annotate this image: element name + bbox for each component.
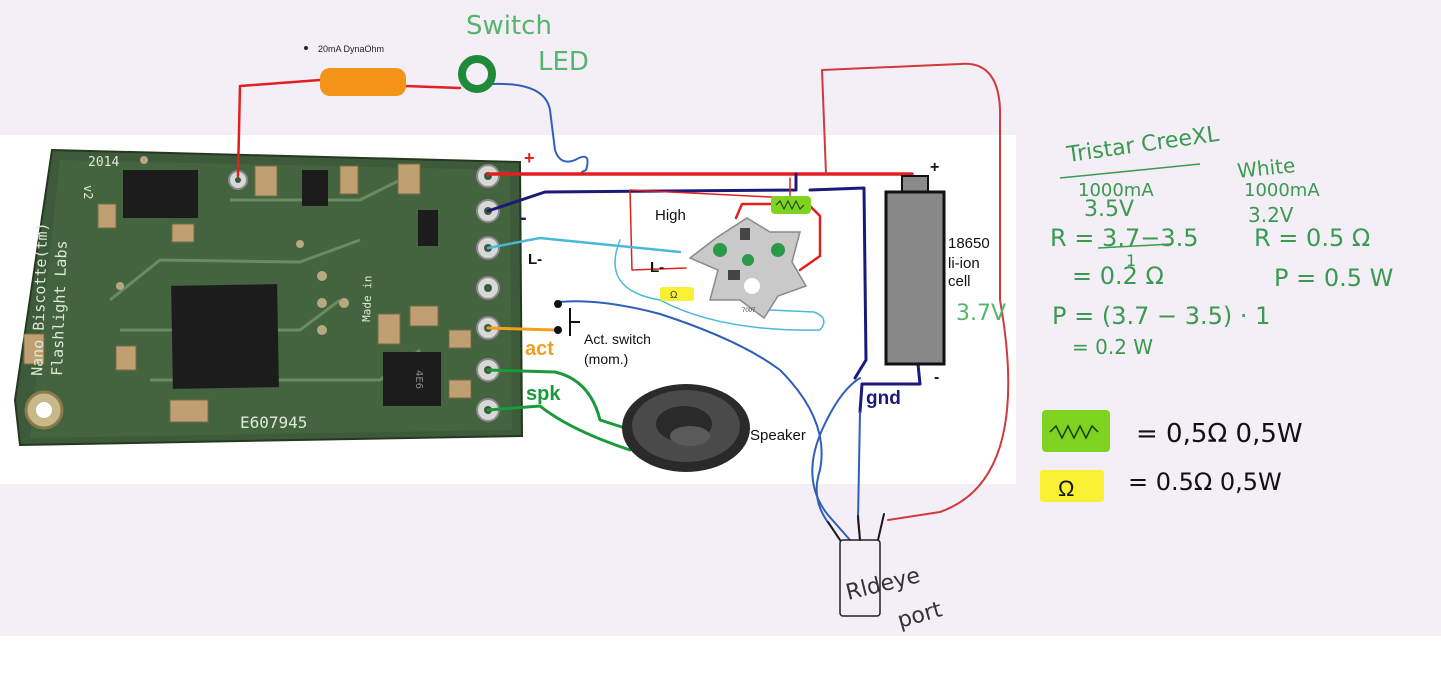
switch-led-ring [458, 55, 496, 93]
led-marking: 7007 [742, 308, 756, 314]
battery-plus-label: + [930, 159, 939, 176]
red-wire-led-high [629, 177, 791, 271]
legend: = 0,5Ω 0,5W Ω = 0.5Ω 0,5W [1040, 410, 1303, 502]
green-wire-spk-2 [486, 404, 632, 452]
speaker [622, 384, 750, 472]
blue-wire-switch-to-port [557, 300, 841, 541]
amplifier-chip [383, 352, 441, 406]
calc-left-line-2: 1000mA [1078, 180, 1154, 201]
legend-swatch-yellow-resistor [1040, 470, 1104, 502]
calc-left-line-3: 3.5V [1084, 197, 1134, 222]
gnd-label: gnd [866, 388, 901, 409]
plus-label: + [524, 148, 535, 168]
resistor-note: 20mA DynaOhm [318, 44, 384, 54]
battery-type-label-1: li-ion [948, 255, 980, 272]
silkscreen-maker: Flashlight Labs [48, 240, 71, 376]
microcontroller-chip [171, 284, 279, 389]
legend-text-green: = 0,5Ω 0,5W [1136, 419, 1303, 449]
calc-right-line-3: 3.2V [1248, 203, 1294, 227]
port-lead-ends [827, 513, 885, 541]
navy-wire-battery-minus [858, 362, 922, 414]
red-wire-resistor [236, 78, 322, 178]
blue-wire-led-to-board [491, 82, 589, 173]
red-wire-battery-loop [821, 62, 1010, 521]
speaker-label: Speaker [750, 427, 806, 444]
minus-label: - [520, 207, 527, 229]
canvas-footer [0, 636, 1441, 687]
l-minus-led-label: L- [650, 259, 664, 276]
battery-minus-label: - [934, 369, 939, 386]
legend-swatch-green-resistor [1042, 410, 1110, 452]
momentary-switch [554, 300, 580, 336]
switch-led-label-1: Switch [466, 11, 552, 41]
calc-left-line-6: = 0.2 Ω [1072, 262, 1164, 290]
silkscreen-name: Nano Biscotte(tm) [28, 222, 51, 376]
switch-led-label-2: LED [538, 47, 589, 77]
spk-label: spk [526, 383, 561, 405]
navy-wire-minus [486, 172, 798, 213]
act-label: act [525, 338, 554, 360]
silkscreen-made-in: Made in [360, 275, 375, 322]
yellow-resistor-ohm: Ω [670, 290, 678, 301]
battery-voltage-label: 3.7V [956, 301, 1006, 326]
high-label: High [655, 207, 686, 224]
legend-text-yellow: = 0.5Ω 0,5W [1128, 468, 1282, 496]
battery-type-label-2: cell [948, 273, 971, 290]
green-resistor-inline [771, 196, 811, 214]
eeprom-chip [123, 170, 198, 218]
red-wire-resistor-led [403, 84, 462, 90]
red-wire-led-resistor [734, 202, 822, 272]
battery-model-label: 18650 [948, 235, 990, 252]
blue-wire-gnd-to-port [811, 377, 861, 541]
calc-right-line-4: R = 0.5 Ω [1254, 224, 1370, 252]
silkscreen-version: v2 [81, 185, 95, 199]
calc-right-line-5: P = 0.5 W [1274, 264, 1393, 292]
green-wire-spk-1 [486, 368, 627, 430]
calc-right-line-2: 1000mA [1244, 180, 1320, 201]
led-star-board: 7007 [688, 217, 808, 320]
yellow-resistor-inline [660, 287, 694, 301]
rldeye-port [839, 539, 881, 617]
navy-wire-gnd [808, 186, 868, 380]
calc-left-line-7: P = (3.7 − 3.5) · 1 [1052, 302, 1270, 330]
calc-left-line-8: = 0.2 W [1072, 335, 1153, 359]
calc-left-line-5: 1 [1126, 251, 1136, 270]
resistor-zigzag-icon [1049, 424, 1099, 440]
battery-18650 [884, 175, 946, 366]
act-switch-type-label: (mom.) [584, 351, 628, 367]
serial-number: E607945 [240, 413, 307, 432]
l-minus-board-label: L- [528, 251, 542, 268]
silkscreen-year: 2014 [88, 155, 119, 170]
act-switch-label: Act. switch [584, 331, 651, 347]
cyan-wire-l-minus [486, 236, 682, 254]
chip-marking: 4E6 [413, 370, 424, 389]
driver-board: 4E6 [13, 148, 524, 447]
calc-left-line-4: R = 3.7−3.5 [1050, 224, 1199, 252]
ohm-symbol-icon: Ω [1058, 476, 1074, 501]
cyan-wire-led-loop [614, 239, 825, 331]
orange-wire-act [486, 326, 557, 332]
dynaohm-resistor [320, 68, 406, 96]
